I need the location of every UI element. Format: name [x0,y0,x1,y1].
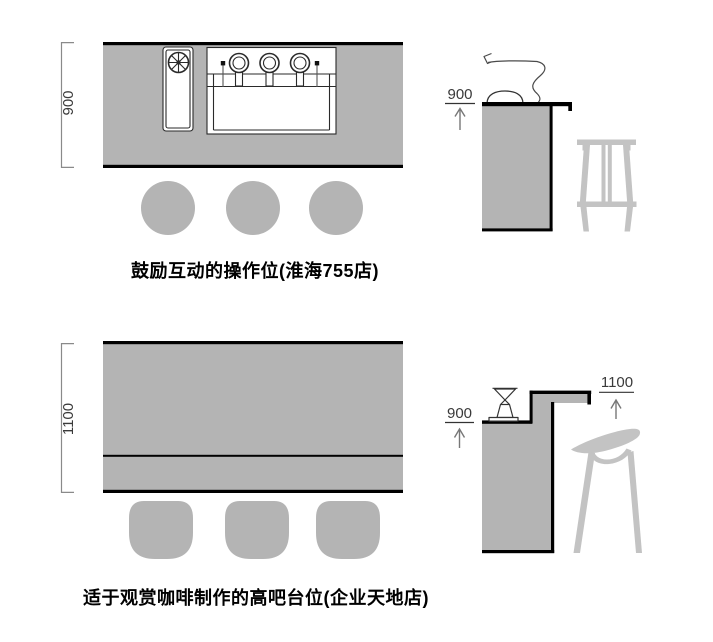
dimension-bracket-1100 [60,343,74,493]
fan-unit-plan-icon [162,46,194,132]
four-leg-stool-icon [577,139,637,232]
modern-barstool-icon [571,428,642,553]
top-section-caption: 鼓励互动的操作位(淮海755店) [130,261,380,281]
counter-elevation-900 [482,102,572,232]
bottom-plan-height-dimension: 1100 [60,402,77,436]
counter-elevation-stepped [482,390,592,554]
dimension-bracket-900 [60,42,74,168]
bottom-elevation-high-height-dimension: 1100 [600,374,634,391]
stool-seat-plan-icon [129,501,380,559]
bottom-plan-counter [103,341,403,493]
dimension-arrow-1100 [599,391,634,419]
stool-circle-plan-icon [141,181,363,235]
bottom-section-caption: 适于观赏咖啡制作的高吧台位(企业天地店) [83,588,429,608]
top-elevation-height-dimension: 900 [447,86,473,103]
dimension-arrow-900-bottom [445,421,474,448]
espresso-machine-plan-icon [206,46,337,135]
bottom-elevation-low-height-dimension: 900 [446,405,473,422]
dimension-arrow-900-top [445,102,475,130]
pourover-dripper-icon [488,387,519,422]
top-plan-height-dimension: 900 [60,90,77,116]
espresso-machine-outline-icon [483,52,546,105]
